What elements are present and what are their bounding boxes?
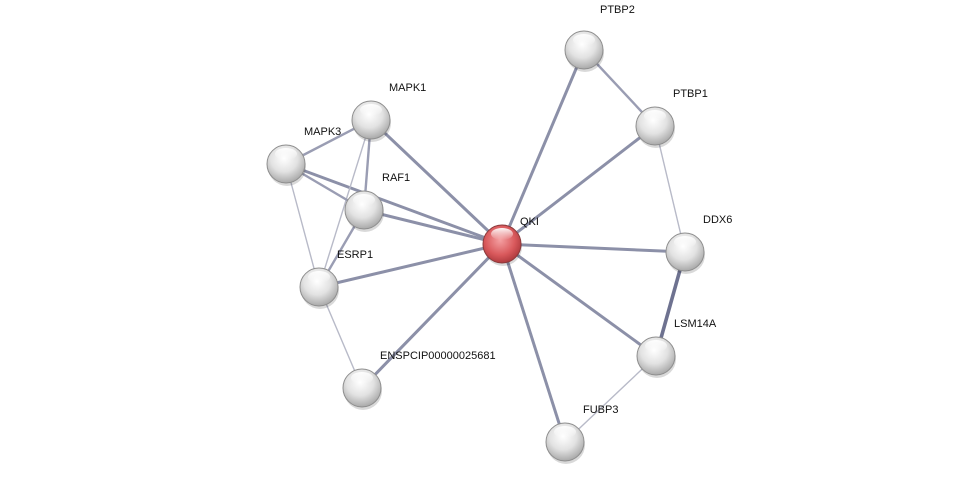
node-label: ESRP1 xyxy=(337,249,373,261)
node-fubp3[interactable]: FUBP3 xyxy=(545,404,618,464)
edge-qki-mapk3[interactable] xyxy=(285,162,503,246)
edge-qki-lsm14a[interactable] xyxy=(501,242,657,358)
edge-qki-raf1[interactable] xyxy=(363,208,503,246)
node-label: FUBP3 xyxy=(583,404,618,416)
node-label: PTBP2 xyxy=(600,4,635,16)
node-mapk3[interactable]: MAPK3 xyxy=(266,126,341,186)
node-label: PTBP1 xyxy=(673,88,708,100)
edge-lsm14a-fubp3[interactable] xyxy=(564,355,657,443)
node-label: QKI xyxy=(520,216,539,228)
node-raf1[interactable]: RAF1 xyxy=(344,172,410,232)
node-enspcip00000025681[interactable]: ENSPCIP00000025681 xyxy=(342,350,496,410)
edge-qki-esrp1[interactable] xyxy=(318,242,503,289)
edge-mapk3-esrp1[interactable] xyxy=(285,163,320,288)
edge-mapk1-esrp1[interactable] xyxy=(318,119,372,288)
edge-qki-ptbp1[interactable] xyxy=(501,124,656,246)
node-ptbp1[interactable]: PTBP1 xyxy=(635,88,708,148)
edge-ptbp1-ddx6[interactable] xyxy=(654,125,686,253)
edge-qki-ptbp2[interactable] xyxy=(500,49,586,245)
node-ddx6[interactable]: DDX6 xyxy=(665,214,732,274)
node-mapk1[interactable]: MAPK1 xyxy=(351,82,426,142)
node-label: RAF1 xyxy=(382,172,410,184)
edge-qki-enspcip00000025681[interactable] xyxy=(360,242,504,390)
node-lsm14a[interactable]: LSM14A xyxy=(636,318,717,378)
node-label: ENSPCIP00000025681 xyxy=(380,350,496,362)
node-label: MAPK1 xyxy=(389,82,426,94)
edge-qki-ddx6[interactable] xyxy=(501,242,686,254)
node-label: LSM14A xyxy=(674,318,717,330)
node-qki[interactable]: QKI xyxy=(482,216,539,266)
node-ptbp2[interactable]: PTBP2 xyxy=(564,4,635,72)
node-label: MAPK3 xyxy=(304,126,341,138)
node-esrp1[interactable]: ESRP1 xyxy=(299,249,373,309)
edge-qki-fubp3[interactable] xyxy=(500,243,567,443)
edge-qki-mapk1[interactable] xyxy=(369,118,504,246)
node-label: DDX6 xyxy=(703,214,732,226)
